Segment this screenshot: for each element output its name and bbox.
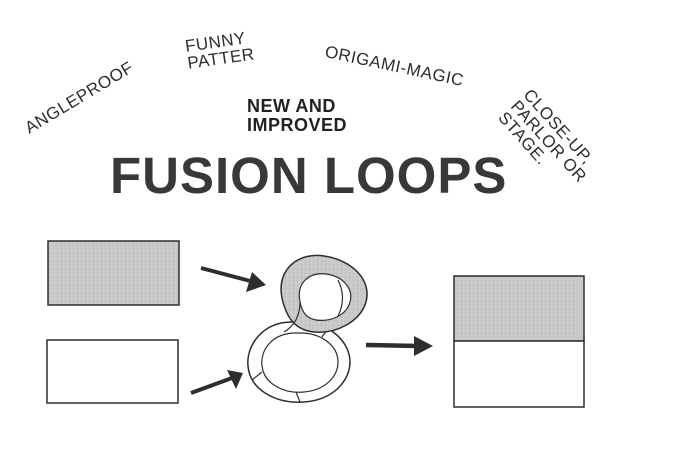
new-and-improved-line-1: NEW AND xyxy=(247,96,336,116)
shaded-paper-strip xyxy=(47,240,180,306)
new-and-improved-line-2: IMPROVED xyxy=(247,115,348,135)
fused-paper-result xyxy=(453,275,585,408)
new-and-improved-label: NEW AND IMPROVED xyxy=(247,97,347,135)
page-title: FUSION LOOPS xyxy=(110,147,508,204)
arrow-to-result-icon xyxy=(365,336,433,356)
fused-shaded-half xyxy=(453,275,585,342)
arrow-shaded-to-loop-icon xyxy=(200,266,266,292)
interlocked-loops-icon xyxy=(247,254,368,403)
white-paper-strip xyxy=(46,339,179,404)
arrow-white-to-loop-icon xyxy=(190,370,243,395)
fused-white-half xyxy=(453,340,585,408)
